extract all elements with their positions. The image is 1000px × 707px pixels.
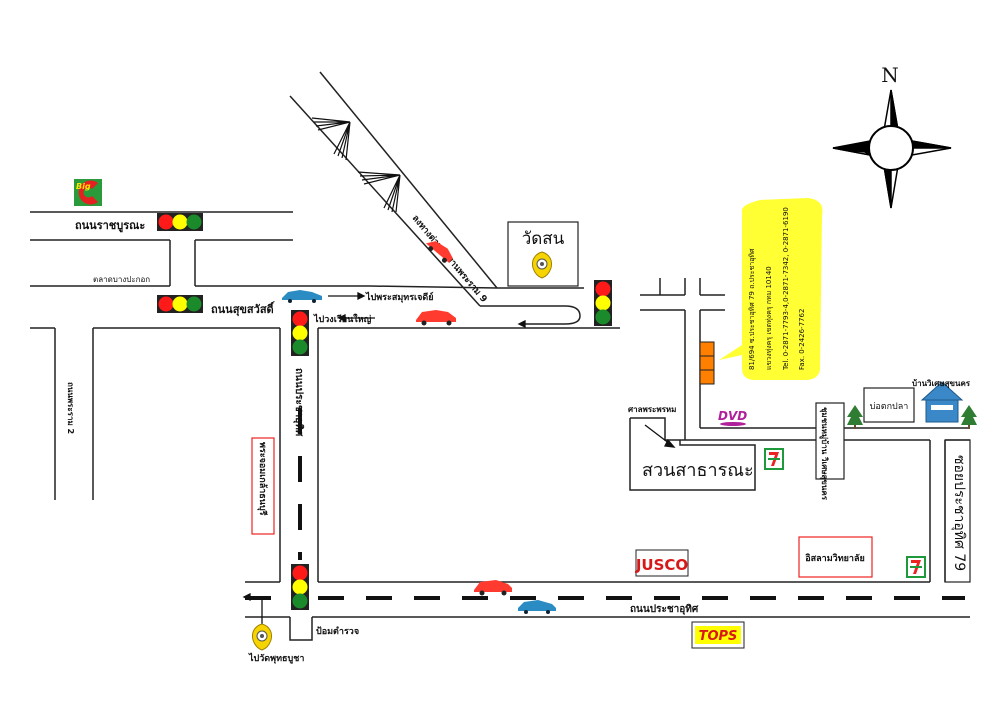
seven-eleven-logo <box>764 448 784 470</box>
fish-pond-landmark: บ่อตกปลา <box>863 387 915 423</box>
hospital-label: พระจอมเกล้าธนบุรี <box>257 442 268 516</box>
traffic-light-icon <box>291 564 309 610</box>
direction-wat-phutthabucha: ไปวัดพุทธบูชา <box>248 652 304 664</box>
compass-rose: N <box>832 63 952 209</box>
public-park-label: สวนสาธารณะ <box>642 460 754 481</box>
hospital-landmark: พระจอมเกล้าธนบุรี <box>251 437 275 535</box>
svg-text:JUSCO: JUSCO <box>635 556 688 574</box>
house-icon <box>920 381 964 423</box>
road-label-suksawat: ถนนสุขสวัสดิ์ <box>211 301 275 317</box>
address-fax: Fax. 0-2426-7762 <box>798 309 806 370</box>
svg-text:TOPS: TOPS <box>699 629 738 644</box>
market-label: ตลาดบางปะกอก <box>93 275 150 284</box>
tree-icon <box>961 405 977 429</box>
address-line-1: 81/694 ซ.ประชาอุทิศ 79 ถ.ประชาอุทิศ <box>748 248 756 370</box>
seven-eleven-logo <box>906 556 926 578</box>
shrine-label: ศาลพระพรหม <box>628 405 676 414</box>
address-phone: Tel. 0-2871-7793-4,0-2871-7342, 0-2871-6… <box>782 207 790 371</box>
svg-text:อิสลามวิทยาลัย: อิสลามวิทยาลัย <box>805 553 865 564</box>
big-c-logo: Big <box>74 179 102 206</box>
expressway-ramps <box>311 117 401 213</box>
address-callout: 81/694 ซ.ประชาอุทิศ 79 ถ.ประชาอุทิศ แขวง… <box>719 198 823 380</box>
compass-north-label: N <box>881 63 899 87</box>
car-red-icon <box>474 580 512 596</box>
islam-college-landmark: อิสลามวิทยาลัย <box>798 536 873 578</box>
destination-building-icon <box>699 341 715 385</box>
car-blue-icon <box>518 600 556 614</box>
dvd-shop-logo: DVD <box>718 409 747 426</box>
road-label-pracha-uthit-bottom: ถนนประชาอุทิศ <box>630 603 699 615</box>
wat-son-label: วัดสน <box>522 229 565 249</box>
soi-79-sign <box>944 439 971 583</box>
tree-icon <box>847 405 863 429</box>
svg-text:ชุมชนหมู่บ้าน วิเศษสุขนคร: ชุมชนหมู่บ้าน วิเศษสุขนคร <box>819 407 830 501</box>
road-label-rama2: ถนนพระราม 2 <box>66 382 75 434</box>
car-blue-icon <box>282 290 322 303</box>
svg-text:บ่อตกปลา: บ่อตกปลา <box>870 402 909 412</box>
jusco-logo: JUSCO <box>635 549 689 577</box>
compass-icon <box>832 89 952 209</box>
traffic-light-icon <box>594 280 612 326</box>
direction-wongwian-yai: ไปวงเวียนใหญ่ <box>313 313 372 325</box>
road-label-ratchaburana: ถนนราชบูรณะ <box>75 219 145 233</box>
traffic-light-icon <box>291 310 309 356</box>
road-network <box>30 71 970 641</box>
wat-son-landmark: วัดสน <box>507 221 579 287</box>
police-box-label: ป้อมตำรวจ <box>316 626 359 637</box>
road-label-pracha-uthit-vertical: ถนนประชาอุทิศ <box>293 368 305 437</box>
road-label-soi-79: ซอยประชาอุทิศ 79 <box>951 455 967 571</box>
traffic-light-icon <box>157 213 203 231</box>
car-red-icon <box>416 310 456 326</box>
temple-emblem-icon <box>251 623 273 651</box>
direction-arrows <box>242 291 676 625</box>
car-red-icon <box>425 241 453 263</box>
direction-phra-samut-chedi: ไปพระสมุทรเจดีย์ <box>365 291 434 303</box>
village-sign: ชุมชนหมู่บ้าน วิเศษสุขนคร <box>815 402 845 501</box>
tops-logo: TOPS <box>691 621 745 649</box>
svg-text:DVD: DVD <box>718 409 747 423</box>
house-label: บ้านวิเศษสุขนคร <box>912 378 971 389</box>
svg-text:Big: Big <box>76 182 91 191</box>
traffic-light-icon <box>157 295 203 313</box>
address-line-2: แขวงทุ่งครุ เขตทุ่งครุ กทม 10140 <box>765 266 773 370</box>
